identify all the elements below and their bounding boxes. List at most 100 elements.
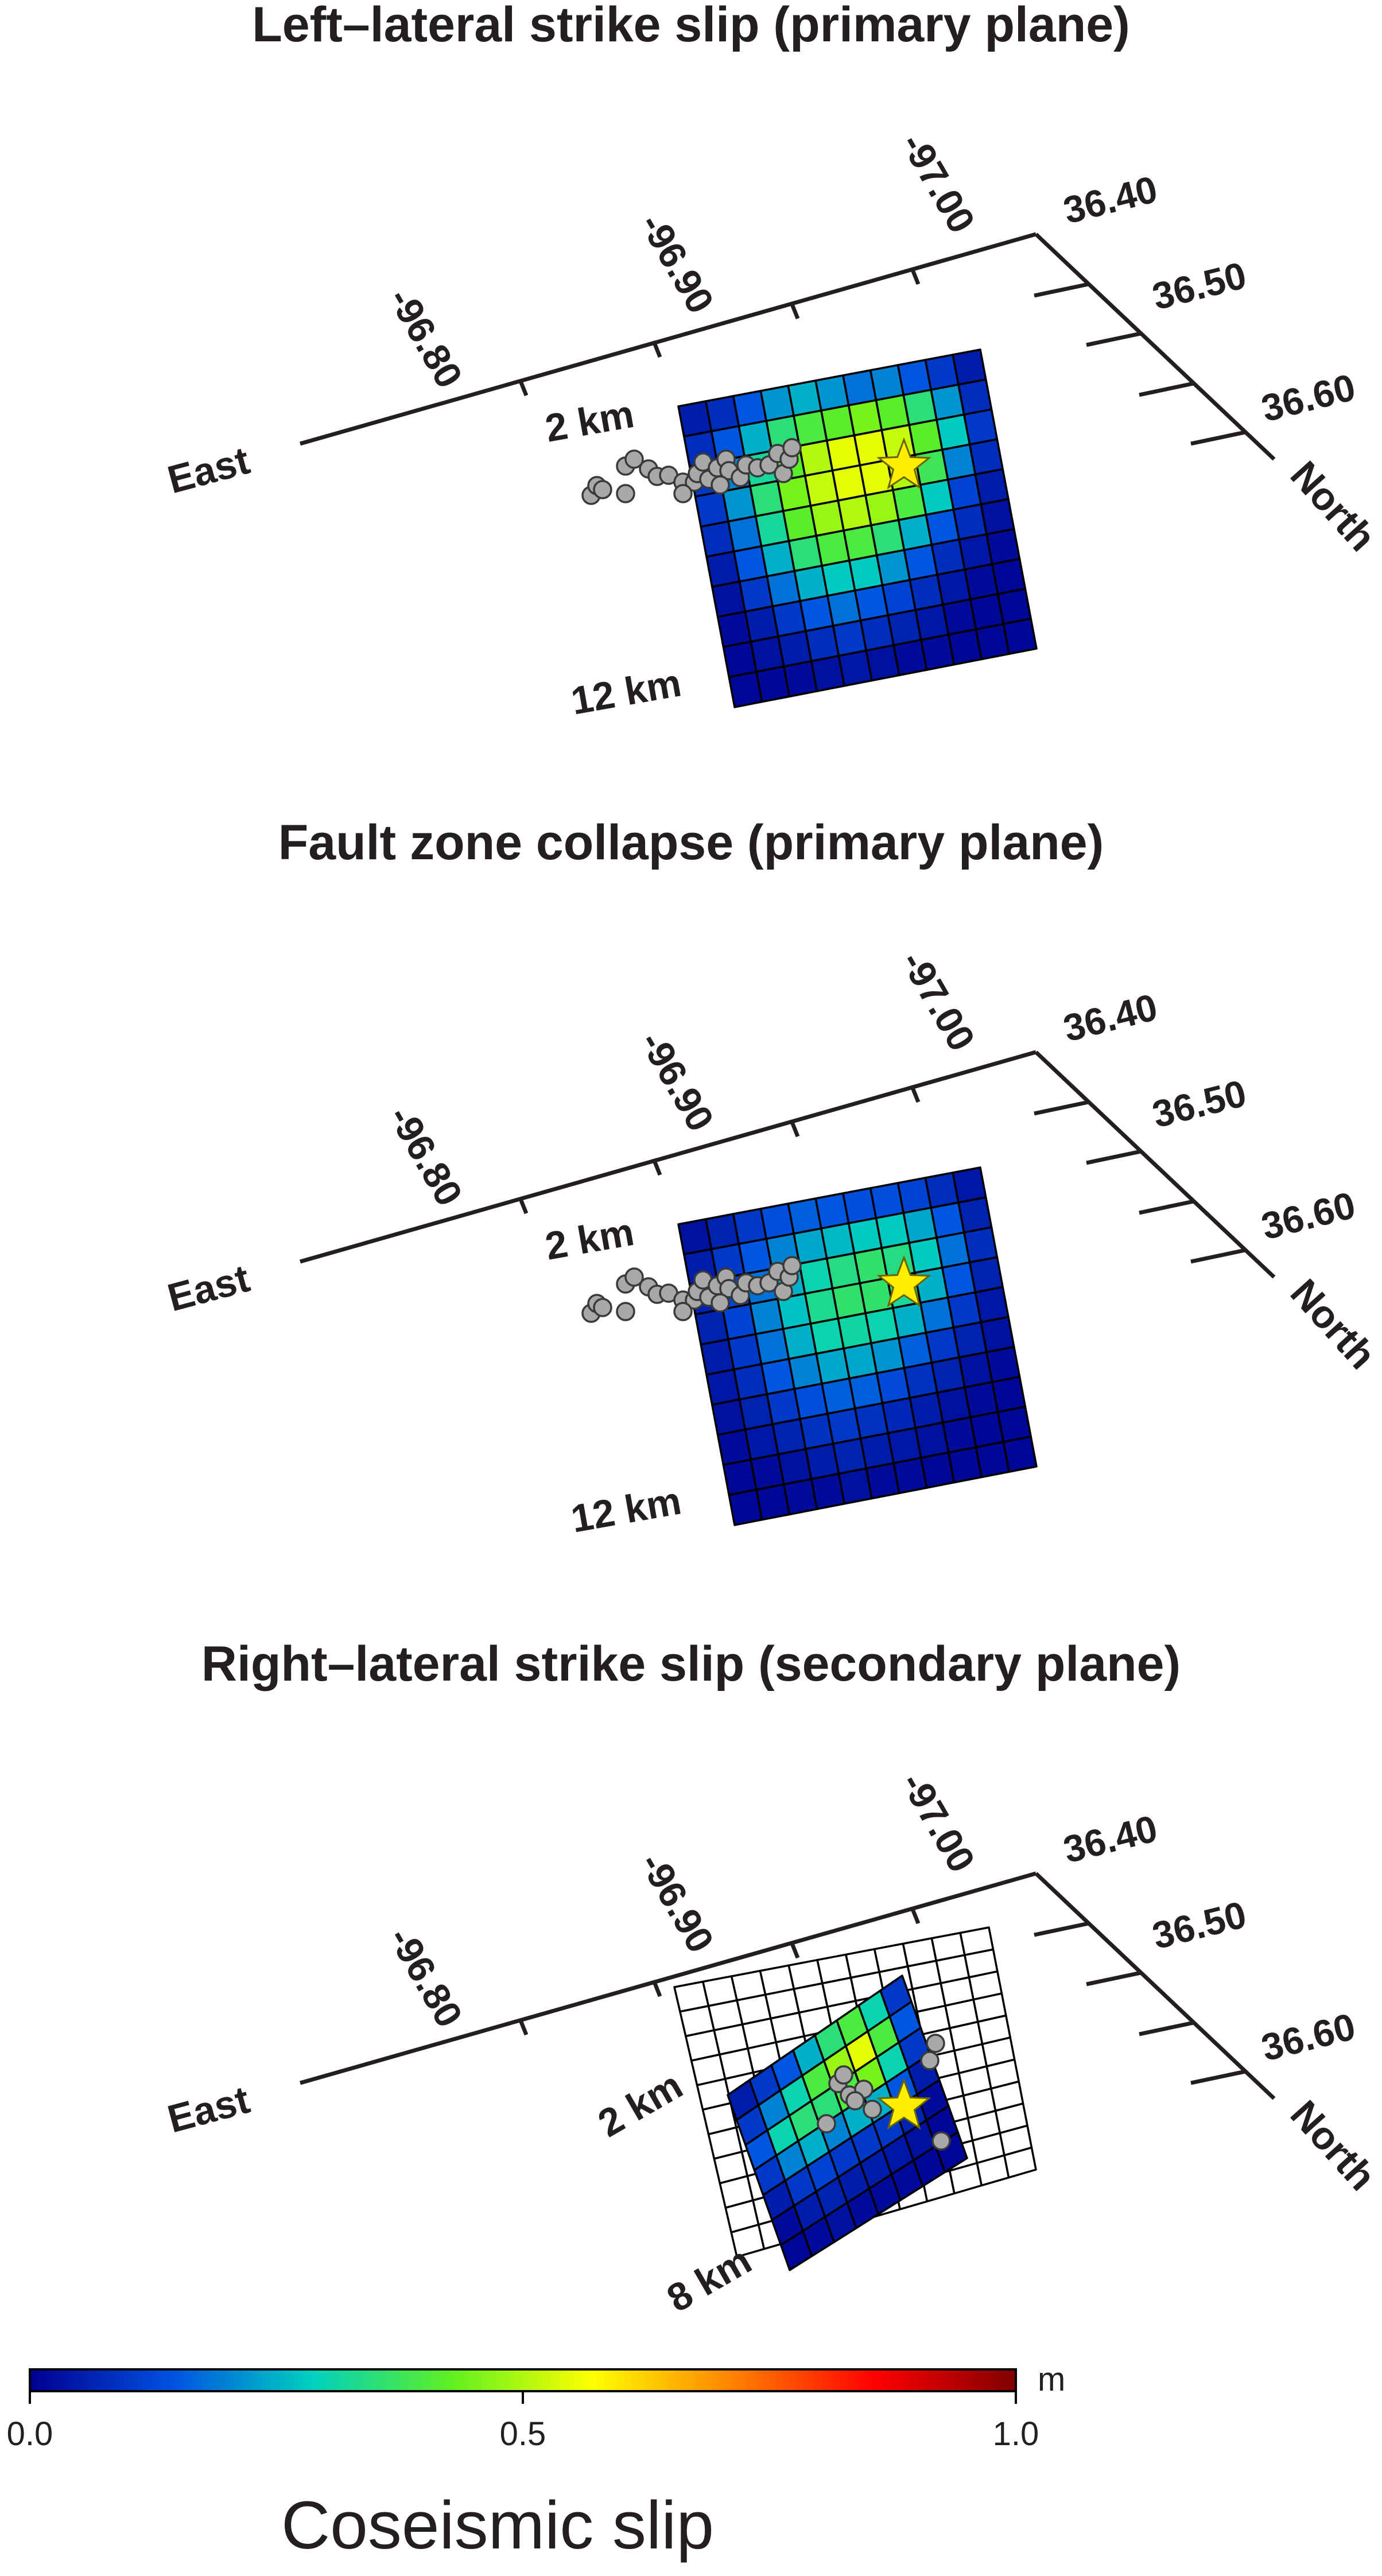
latitude-axis bbox=[1034, 1872, 1276, 2100]
north-label: North bbox=[1282, 453, 1382, 560]
east-label: East bbox=[163, 1256, 254, 1320]
aftershock-marker bbox=[593, 480, 612, 499]
longitude-tick bbox=[910, 1908, 921, 1925]
colorbar-title: Coseismic slip bbox=[281, 2488, 714, 2563]
latitude-tick bbox=[1139, 1199, 1194, 1215]
aftershock-marker bbox=[863, 2100, 882, 2119]
depth-top-label: 2 km bbox=[542, 1210, 637, 1268]
longitude-tick-label: -96.80 bbox=[381, 1099, 471, 1213]
colorbar bbox=[29, 2368, 1017, 2392]
longitude-tick bbox=[790, 303, 800, 320]
map-panel: Right–lateral strike slip (secondary pla… bbox=[163, 1636, 1382, 2321]
map-panel: Fault zone collapse (primary plane) -96.8… bbox=[163, 815, 1382, 1541]
panel-title: Fault zone collapse (primary plane) bbox=[278, 815, 1104, 870]
latitude-tick bbox=[1190, 2069, 1246, 2085]
longitude-tick-label: -97.00 bbox=[893, 126, 984, 240]
latitude-tick bbox=[1086, 1149, 1142, 1165]
panel-title: Right–lateral strike slip (secondary pla… bbox=[201, 1636, 1181, 1692]
aftershock-marker bbox=[616, 484, 635, 503]
longitude-tick-label: -97.00 bbox=[893, 1765, 984, 1879]
aftershock-marker bbox=[673, 484, 693, 503]
depth-bottom-label: 12 km bbox=[568, 1479, 684, 1541]
hypocenter-star-icon bbox=[876, 1255, 931, 1308]
longitude-tick bbox=[910, 1087, 921, 1103]
depth-bottom-label: 8 km bbox=[660, 2239, 759, 2321]
longitude-tick-label: -96.90 bbox=[632, 1845, 723, 1960]
aftershock-marker bbox=[926, 2034, 945, 2053]
aftershock-marker bbox=[711, 475, 730, 495]
depth-top-label: 2 km bbox=[542, 392, 637, 451]
longitude-tick bbox=[910, 269, 921, 285]
slip-patch bbox=[952, 1166, 987, 1204]
aftershock-marker bbox=[624, 449, 644, 469]
depth-top-label: 2 km bbox=[591, 2063, 690, 2146]
aftershock-marker bbox=[817, 2114, 836, 2133]
longitude-tick bbox=[518, 1198, 529, 1215]
longitude-axis bbox=[300, 1871, 1036, 2085]
latitude-tick-label: 36.60 bbox=[1257, 2005, 1359, 2069]
longitude-tick-label: -96.90 bbox=[632, 1024, 723, 1138]
latitude-tick-label: 36.50 bbox=[1148, 1072, 1250, 1136]
latitude-tick bbox=[1034, 1100, 1089, 1116]
colorbar-unit: m bbox=[1038, 2361, 1065, 2398]
aftershock-marker bbox=[834, 2065, 853, 2085]
north-label: North bbox=[1282, 2092, 1382, 2199]
latitude-tick-label: 36.50 bbox=[1148, 1893, 1250, 1957]
aftershock-marker bbox=[931, 2131, 951, 2151]
aftershock-marker bbox=[593, 1298, 612, 1317]
latitude-tick bbox=[1034, 1921, 1089, 1937]
primary-plane-patch bbox=[1003, 2146, 1037, 2179]
aftershock-marker bbox=[711, 1293, 730, 1313]
hypocenter-star-icon bbox=[876, 437, 931, 490]
slip-patch bbox=[952, 348, 987, 386]
latitude-tick-label: 36.40 bbox=[1059, 168, 1161, 232]
colorbar-tick-label: 1.0 bbox=[993, 2415, 1039, 2453]
latitude-tick bbox=[1086, 331, 1142, 347]
longitude-axis bbox=[300, 232, 1036, 446]
panel-title: Left–lateral strike slip (primary plane) bbox=[252, 0, 1129, 52]
latitude-tick bbox=[1190, 1248, 1246, 1264]
longitude-tick-label: -96.80 bbox=[381, 281, 471, 395]
longitude-axis bbox=[300, 1050, 1036, 1264]
longitude-tick bbox=[652, 1981, 662, 1997]
latitude-tick-label: 36.40 bbox=[1059, 1807, 1161, 1871]
longitude-tick bbox=[790, 1942, 800, 1959]
longitude-tick-label: -97.00 bbox=[893, 944, 984, 1058]
latitude-tick-label: 36.50 bbox=[1148, 254, 1250, 318]
longitude-tick bbox=[652, 342, 662, 358]
hypocenter-star-icon bbox=[876, 2077, 931, 2130]
longitude-tick-label: -96.80 bbox=[381, 1920, 471, 2034]
colorbar-tick-label: 0.0 bbox=[7, 2415, 53, 2453]
east-label: East bbox=[163, 2078, 254, 2142]
colorbar-tick-label: 0.5 bbox=[500, 2415, 546, 2453]
latitude-tick-label: 36.60 bbox=[1257, 1184, 1359, 1248]
latitude-tick bbox=[1034, 282, 1089, 298]
latitude-tick-label: 36.60 bbox=[1257, 366, 1359, 430]
aftershock-marker bbox=[845, 2091, 865, 2111]
map-panel: Left–lateral strike slip (primary plane)… bbox=[163, 0, 1382, 723]
longitude-tick bbox=[518, 380, 529, 397]
longitude-tick bbox=[790, 1121, 800, 1138]
slip-patch bbox=[1002, 618, 1038, 655]
east-label: East bbox=[163, 439, 254, 502]
aftershock-marker bbox=[673, 1302, 693, 1321]
aftershock-marker bbox=[782, 1256, 802, 1275]
longitude-tick bbox=[518, 2019, 529, 2036]
latitude-tick bbox=[1190, 430, 1246, 446]
longitude-tick bbox=[652, 1159, 662, 1176]
latitude-tick bbox=[1086, 1970, 1142, 1987]
longitude-tick-label: -96.90 bbox=[632, 206, 723, 320]
aftershock-marker bbox=[624, 1267, 644, 1287]
aftershock-marker bbox=[782, 438, 802, 457]
aftershock-marker bbox=[616, 1302, 635, 1321]
latitude-tick bbox=[1139, 2020, 1194, 2036]
slip-patch bbox=[1002, 1436, 1038, 1473]
north-label: North bbox=[1282, 1271, 1382, 1378]
aftershock-marker bbox=[920, 2051, 940, 2070]
latitude-tick-label: 36.40 bbox=[1059, 986, 1161, 1050]
latitude-axis bbox=[1034, 232, 1276, 461]
depth-bottom-label: 12 km bbox=[568, 661, 684, 723]
latitude-axis bbox=[1034, 1050, 1276, 1279]
latitude-tick bbox=[1139, 381, 1194, 397]
